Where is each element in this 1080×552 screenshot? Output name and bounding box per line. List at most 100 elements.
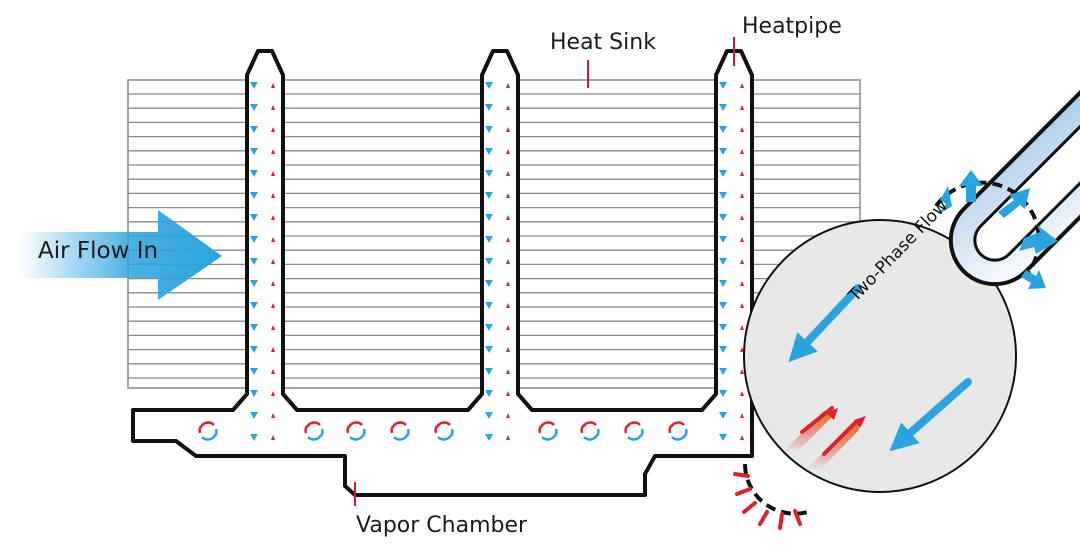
condensate-marker (485, 412, 493, 419)
condensate-marker (485, 104, 493, 111)
condensate-marker (250, 126, 258, 133)
condensate-marker (250, 192, 258, 199)
vapor-marker (271, 303, 275, 308)
condensate-marker (250, 82, 258, 89)
vapor-marker (740, 325, 744, 330)
circulation-arrow-icon (624, 421, 644, 441)
vapor-marker (506, 127, 510, 132)
condensate-marker (719, 214, 727, 221)
condensate-marker (485, 390, 493, 397)
condensate-marker (485, 82, 493, 89)
condensate-marker (719, 324, 727, 331)
vapor-marker (740, 127, 744, 132)
circulation-arrow-icon (580, 421, 600, 441)
circulation-arrow-icon (538, 421, 558, 441)
vapor-marker (271, 347, 275, 352)
vapor-marker (506, 435, 510, 440)
condensate-marker (485, 346, 493, 353)
condensate-marker (250, 412, 258, 419)
condensate-marker (719, 412, 727, 419)
vapor-marker (506, 369, 510, 374)
circulation-arrow-icon (668, 421, 688, 441)
condensate-marker (250, 302, 258, 309)
condensate-marker (719, 192, 727, 199)
condensate-marker (719, 236, 727, 243)
vapor-marker (506, 215, 510, 220)
vapor-marker (740, 171, 744, 176)
two-phase-pipe (948, 0, 1080, 287)
vapor-marker (271, 391, 275, 396)
condensate-marker (250, 434, 258, 441)
vapor-marker (271, 127, 275, 132)
vapor-marker (506, 83, 510, 88)
condensate-marker (250, 280, 258, 287)
vapor-marker (506, 391, 510, 396)
condensate-marker (250, 368, 258, 375)
condensate-marker (250, 236, 258, 243)
vapor-marker (271, 105, 275, 110)
condensate-marker (719, 126, 727, 133)
condensate-marker (485, 236, 493, 243)
vapor-marker (740, 391, 744, 396)
condensate-marker (250, 258, 258, 265)
vapor-marker (271, 149, 275, 154)
condensate-marker (719, 170, 727, 177)
vapor-marker (506, 105, 510, 110)
air-flow-arrow-icon (20, 210, 222, 300)
vapor-marker (740, 347, 744, 352)
vapor-marker (506, 237, 510, 242)
vapor-marker (271, 259, 275, 264)
circulation-arrow-icon (198, 421, 218, 441)
condensate-marker (485, 324, 493, 331)
heat-input-arrow-icon (733, 472, 802, 530)
vapor-marker (271, 171, 275, 176)
condensate-marker (485, 368, 493, 375)
vapor-marker (740, 281, 744, 286)
condensate-marker (250, 170, 258, 177)
vapor-marker (506, 303, 510, 308)
condensate-marker (719, 434, 727, 441)
vapor-marker (271, 369, 275, 374)
condensate-marker (719, 280, 727, 287)
vapor-marker (740, 303, 744, 308)
condensate-marker (485, 280, 493, 287)
condensate-marker (719, 258, 727, 265)
condensate-marker (719, 346, 727, 353)
vapor-marker (740, 369, 744, 374)
vapor-marker (506, 171, 510, 176)
heatpipe-body (131, 49, 754, 497)
condensate-marker (485, 302, 493, 309)
heatpipe-flow-markers (250, 82, 744, 441)
vapor-marker (271, 193, 275, 198)
vapor-marker (271, 435, 275, 440)
heat-release-arrow-icon (938, 170, 1058, 289)
vapor-marker (740, 215, 744, 220)
condensate-marker (719, 368, 727, 375)
air-flow-in-label: Air Flow In (38, 238, 159, 264)
vapor-chamber-circulation (198, 421, 688, 441)
vapor-marker (740, 259, 744, 264)
circulation-arrow-icon (390, 421, 410, 441)
condensate-marker (719, 390, 727, 397)
condensate-marker (485, 258, 493, 265)
vapor-marker (271, 237, 275, 242)
circulation-arrow-icon (304, 421, 324, 441)
vapor-marker (506, 149, 510, 154)
vapor-chamber-label: Vapor Chamber (356, 513, 528, 538)
condensate-marker (250, 214, 258, 221)
condensate-marker (485, 214, 493, 221)
heat-input-zone (743, 463, 809, 516)
vapor-up-arrow-icon (785, 406, 866, 475)
vapor-marker (506, 347, 510, 352)
vapor-marker (271, 215, 275, 220)
vapor-marker (506, 413, 510, 418)
vapor-marker (271, 413, 275, 418)
condensate-marker (719, 82, 727, 89)
condensate-marker (485, 126, 493, 133)
condensate-marker (485, 170, 493, 177)
vapor-marker (740, 149, 744, 154)
condensate-down-arrow-icon (788, 284, 972, 452)
vapor-marker (271, 83, 275, 88)
vapor-marker (740, 413, 744, 418)
vapor-marker (506, 281, 510, 286)
